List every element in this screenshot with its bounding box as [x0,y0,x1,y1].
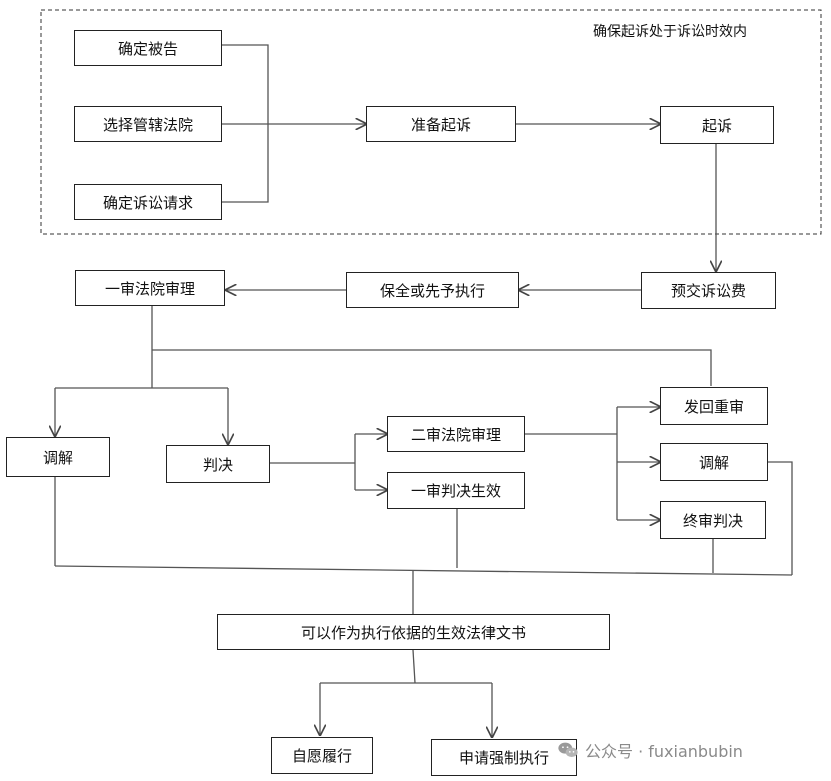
connector-merge-bar [54,565,793,576]
node-first-effective[interactable]: 一审判决生效 [387,472,525,509]
node-remand[interactable]: 发回重审 [660,387,768,425]
connector-first-trial-to-remand [152,349,712,386]
node-mediate-2[interactable]: 调解 [660,443,768,481]
node-final-judgment[interactable]: 终审判决 [660,501,766,539]
node-second-trial[interactable]: 二审法院审理 [387,416,525,452]
node-enforce[interactable]: 申请强制执行 [431,739,577,776]
node-defendant[interactable]: 确定被告 [74,30,222,66]
node-prepare[interactable]: 准备起诉 [366,106,516,142]
node-voluntary[interactable]: 自愿履行 [271,737,373,774]
wechat-icon [558,742,578,758]
prep-group-border [40,9,822,235]
node-judgment[interactable]: 判决 [166,445,270,483]
node-first-trial[interactable]: 一审法院审理 [75,270,225,306]
node-preserve[interactable]: 保全或先予执行 [346,272,519,308]
connector-document-down [412,649,416,684]
connector-mediate-2-out [768,461,793,575]
node-mediate-1[interactable]: 调解 [6,437,110,477]
watermark-text: 公众号 · fuxianbubin [585,742,743,761]
node-sue[interactable]: 起诉 [660,106,774,144]
prep-group-label: 确保起诉处于诉讼时效内 [593,24,747,40]
node-court[interactable]: 选择管辖法院 [74,106,222,142]
node-claim[interactable]: 确定诉讼请求 [74,184,222,220]
node-legal-document[interactable]: 可以作为执行依据的生效法律文书 [217,614,610,650]
watermark: 公众号 · fuxianbubin [557,738,819,762]
node-fee[interactable]: 预交诉讼费 [641,272,776,309]
connectors [54,44,793,737]
